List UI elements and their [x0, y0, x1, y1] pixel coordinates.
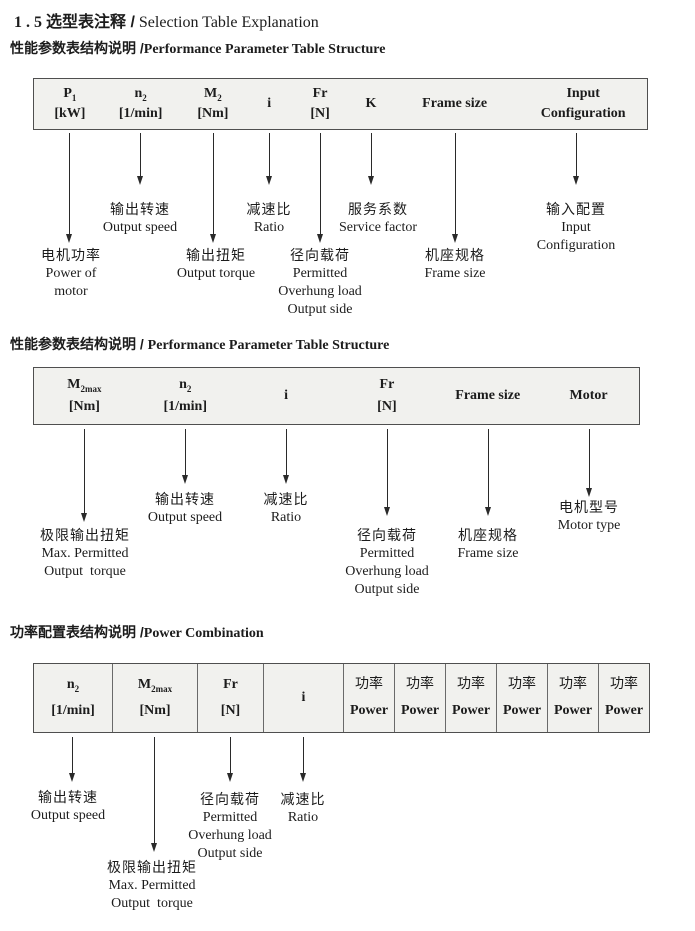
header-cell-power-5: 功率 Power [548, 664, 599, 732]
down-arrow-icon [69, 737, 75, 782]
down-arrow-icon [317, 133, 323, 243]
header-cell-motor: Motor [569, 388, 608, 403]
header-cell-m2max: M2max [Nm] [113, 664, 198, 732]
down-arrow-icon [384, 429, 390, 516]
header-cell-k: K [365, 96, 377, 111]
down-arrow-icon [182, 429, 188, 484]
down-arrow-icon [283, 429, 289, 484]
header-cell-n2: n2 [1/min] [118, 86, 163, 121]
section1-heading-en: Performance Parameter Table Structure [143, 42, 386, 57]
callout-input-configuration: 输入配置 Input Configuration [536, 201, 616, 253]
header-cell-n2: n2 [1/min] [34, 664, 113, 732]
callout-overhung-load: 径向载荷 Permitted Overhung load Output side [345, 527, 429, 597]
callout-service-factor: 服务系数 Service factor [338, 201, 418, 235]
callout-output-speed: 输出转速 Output speed [102, 201, 178, 235]
callout-ratio: 减速比 Ratio [246, 201, 292, 235]
down-arrow-icon [66, 133, 72, 243]
callout-output-speed: 输出转速 Output speed [30, 789, 106, 823]
header-cell-fr: Fr [N] [310, 86, 330, 121]
callout-ratio: 减速比 Ratio [280, 791, 326, 825]
header-cell-m2max: M2max [Nm] [67, 377, 102, 414]
section3-heading-en: Power Combination [143, 626, 264, 641]
header-cell-power-6: 功率 Power [604, 677, 644, 718]
performance-parameter-table-1: P1 [kW] n2 [1/min] M2 [Nm] i Fr [N] K Fr… [33, 78, 648, 130]
header-cell-power-3: 功率 Power [446, 664, 497, 732]
header-cell-fr: Fr [N] [377, 377, 397, 414]
down-arrow-icon [485, 429, 491, 516]
callout-max-output-torque: 极限输出扭矩 Max. Permitted Output torque [107, 859, 197, 911]
down-arrow-icon [266, 133, 272, 185]
header-cell-frame-size: Frame size [422, 96, 488, 111]
header-cell-p1: P1 [kW] [54, 86, 86, 121]
callout-power-of-motor: 电机功率 Power of motor [41, 247, 101, 299]
section1-heading: 性能参数表结构说明 /Performance Parameter Table S… [10, 38, 385, 58]
callout-frame-size: 机座规格 Frame size [457, 527, 519, 561]
callout-output-torque: 输出扭矩 Output torque [176, 247, 256, 281]
down-arrow-icon [573, 133, 579, 185]
section3-heading-zh: 功率配置表结构说明 / [10, 624, 144, 640]
header-cell-input-configuration: Input Configuration [540, 86, 626, 121]
header-cell-power-4: 功率 Power [497, 664, 548, 732]
header-cell-i: i [284, 388, 289, 403]
page-title-en: Selection Table Explanation [138, 14, 319, 31]
power-combination-table: n2 [1/min] M2max [Nm] Fr [N] i 功率 Power … [33, 663, 650, 733]
down-arrow-icon [368, 133, 374, 185]
callout-overhung-load: 径向载荷 Permitted Overhung load Output side [278, 247, 362, 317]
header-cell-fr: Fr [N] [198, 664, 264, 732]
section3-heading: 功率配置表结构说明 /Power Combination [10, 622, 264, 642]
header-cell-n2: n2 [1/min] [163, 377, 208, 414]
callout-frame-size: 机座规格 Frame size [424, 247, 486, 281]
down-arrow-icon [586, 429, 592, 497]
page-title-zh: 选型表注释 / [46, 14, 135, 31]
header-cell-i: i [264, 664, 344, 732]
down-arrow-icon [452, 133, 458, 243]
down-arrow-icon [227, 737, 233, 782]
page-title-number: 1 . 5 [14, 14, 42, 31]
section2-heading-en: Performance Parameter Table Structure [147, 338, 390, 353]
page-title: 1 . 5 选型表注释 / Selection Table Explanatio… [14, 8, 319, 32]
section2-heading-zh: 性能参数表结构说明 / [10, 336, 148, 352]
callout-ratio: 减速比 Ratio [263, 491, 309, 525]
section2-heading: 性能参数表结构说明 / Performance Parameter Table … [10, 334, 389, 354]
down-arrow-icon [151, 737, 157, 852]
callout-output-speed: 输出转速 Output speed [147, 491, 223, 525]
header-cell-frame-size: Frame size [455, 388, 521, 403]
callout-overhung-load: 径向载荷 Permitted Overhung load Output side [188, 791, 272, 861]
header-cell-i: i [267, 96, 272, 111]
header-cell-power-1: 功率 Power [344, 664, 395, 732]
down-arrow-icon [137, 133, 143, 185]
down-arrow-icon [300, 737, 306, 782]
down-arrow-icon [210, 133, 216, 243]
header-cell-power-2: 功率 Power [395, 664, 446, 732]
header-cell-m2: M2 [Nm] [197, 86, 229, 121]
callout-max-output-torque: 极限输出扭矩 Max. Permitted Output torque [40, 527, 130, 579]
down-arrow-icon [81, 429, 87, 522]
section1-heading-zh: 性能参数表结构说明 / [10, 40, 144, 56]
callout-motor-type: 电机型号 Motor type [557, 499, 621, 533]
performance-parameter-table-2: M2max [Nm] n2 [1/min] i Fr [N] Frame siz… [33, 367, 640, 425]
